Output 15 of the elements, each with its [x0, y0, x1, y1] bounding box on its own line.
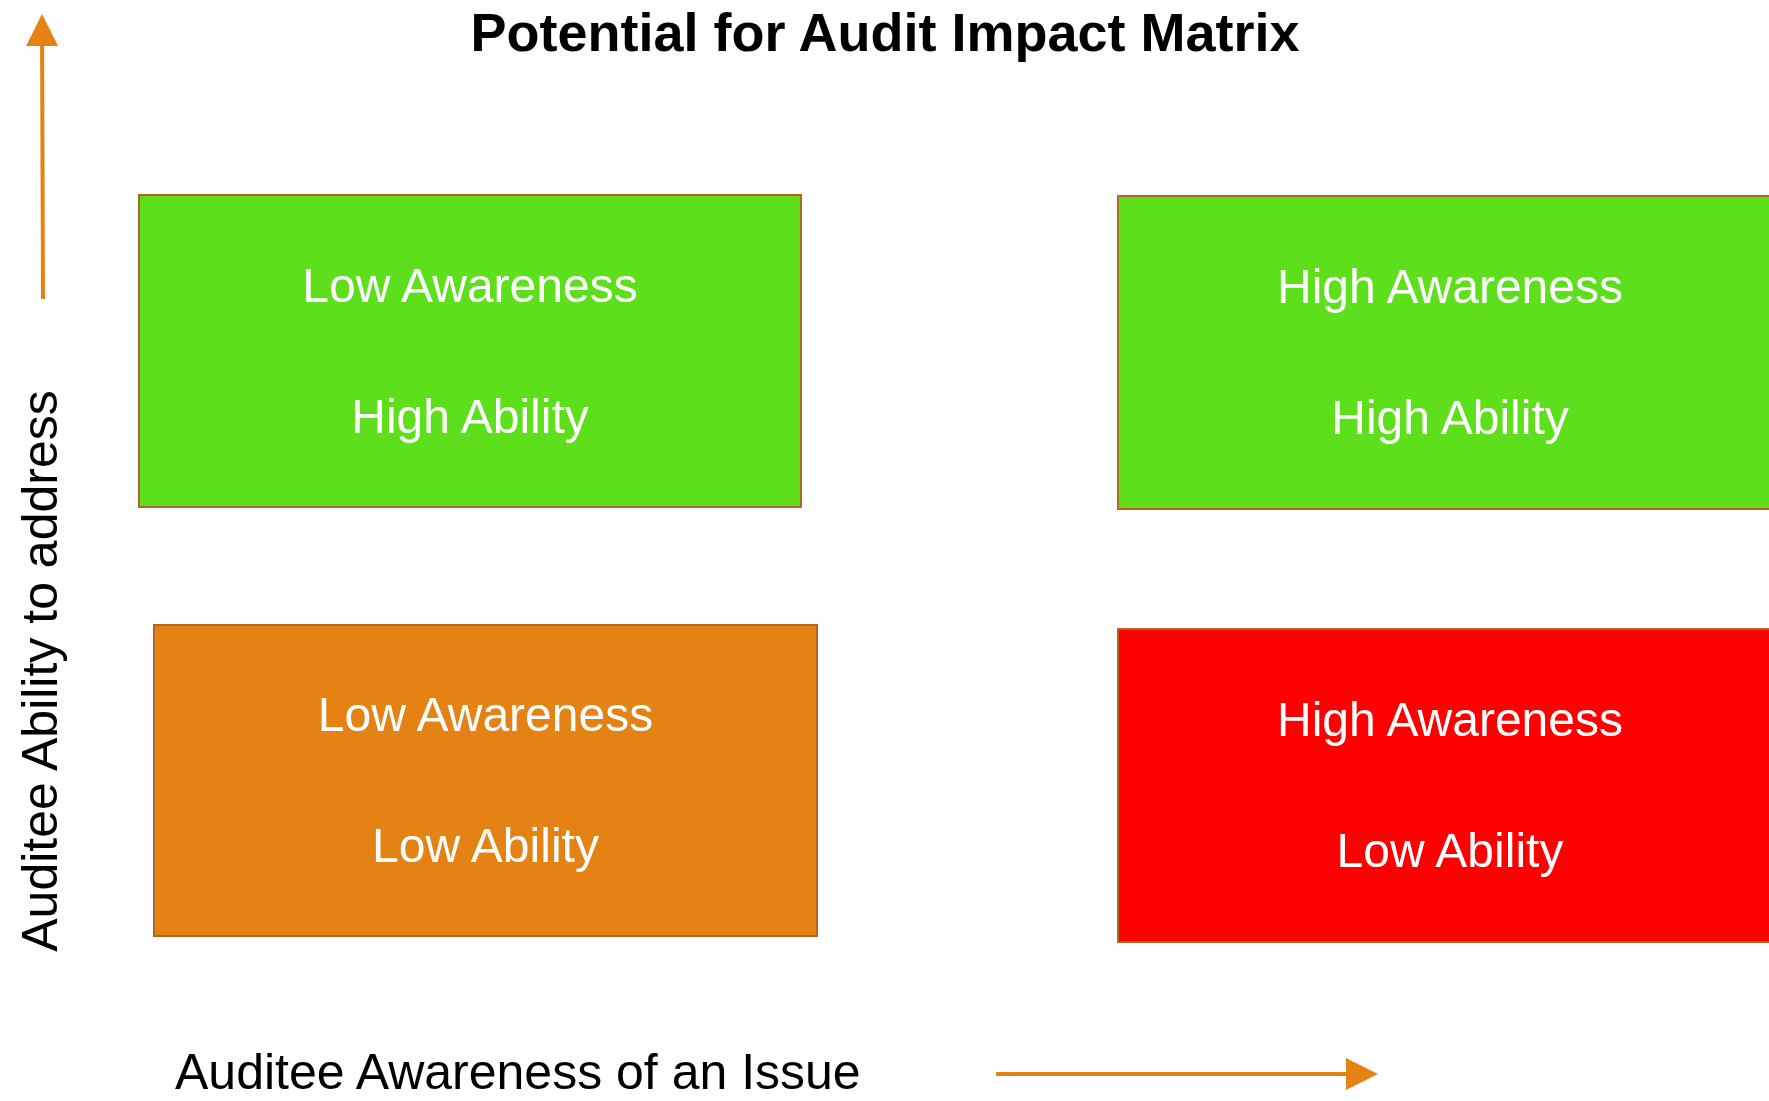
- quadrant-label: Low Ability: [1336, 823, 1564, 880]
- quadrant-box: [1117, 628, 1769, 943]
- axis-label: Auditee Awareness of an Issue: [175, 1044, 861, 1100]
- axis-label: Auditee Ability to address: [12, 390, 68, 952]
- title: Potential for Audit Impact Matrix: [469, 2, 1301, 62]
- quadrant-box: [1117, 195, 1769, 510]
- quadrant-label: High Awareness: [1277, 691, 1623, 748]
- quadrant-box: [153, 624, 818, 937]
- quadrant-label: Low Awareness: [317, 687, 654, 744]
- quadrant-label: High Ability: [1331, 390, 1569, 447]
- quadrant-label: High Ability: [351, 388, 589, 445]
- quadrant-box: [138, 194, 802, 508]
- quadrant-label: Low Awareness: [302, 257, 638, 314]
- quadrant-label: High Awareness: [1277, 258, 1623, 315]
- quadrant-label: Low Ability: [372, 817, 599, 874]
